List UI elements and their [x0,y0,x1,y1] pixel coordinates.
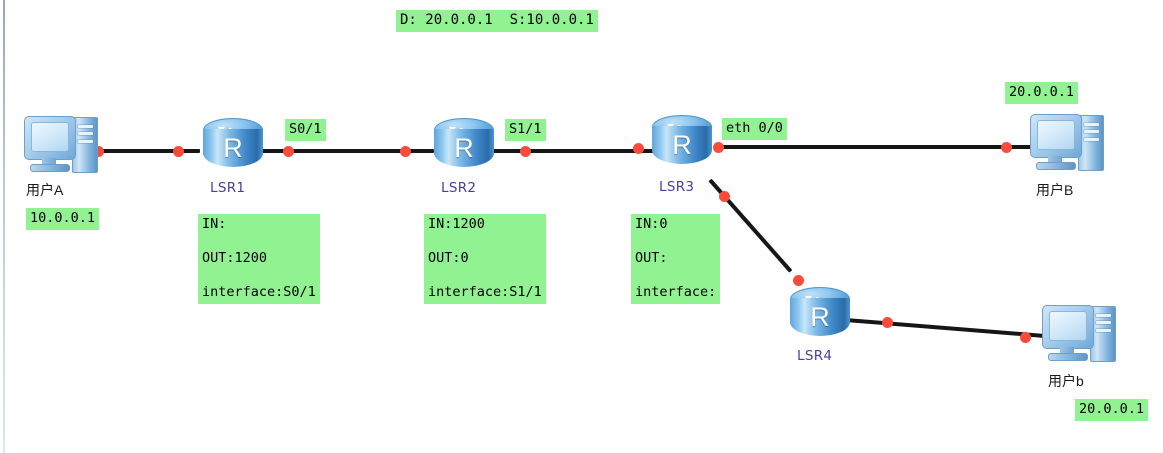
label-table-lsr1-out: OUT:1200 [202,250,268,266]
router-letter: R [223,133,243,163]
connector-dot [519,145,531,157]
label-table-lsr3-out: OUT: [635,250,668,266]
connector-dot [92,145,104,157]
interface-tag-lsr1: S0/1 [285,119,326,141]
router-letter: R [454,133,474,163]
node-label-router-lsr3: LSR3 [659,179,695,195]
node-pc-user-b-lower[interactable] [1040,303,1124,369]
pc-monitor-icon [24,116,76,160]
node-router-lsr1[interactable]: R [201,118,265,174]
node-pc-user-b[interactable] [1028,112,1112,178]
node-pc-user-a[interactable] [22,114,106,180]
connector-dot [172,145,184,157]
pc-stand-icon [1060,347,1074,355]
ip-tag-pc-user-a: 10.0.0.1 [26,208,100,230]
left-border-rule [3,0,5,453]
pc-stand-icon [1048,156,1062,164]
pc-screen-icon [1037,120,1075,150]
router-body-icon: R [652,126,712,164]
pc-base-icon [1048,353,1088,361]
router-letter: R [672,130,692,160]
label-table-lsr2-in: IN:1200 [428,216,485,232]
pc-monitor-icon [1030,114,1082,158]
connector-dot [1000,141,1012,153]
node-label-router-lsr4: LSR4 [797,348,833,364]
connector-dot [792,274,804,286]
connector-dot [718,190,730,202]
link-lsr2-lsr3 [490,149,658,153]
connector-dot [632,142,644,154]
pc-monitor-icon [1042,305,1094,349]
pc-base-icon [1036,162,1076,170]
connector-dot [1019,331,1031,343]
link-lsr3-pcb-upper [714,145,1044,149]
label-table-lsr2: IN:1200 OUT:0 interface:S1/1 [424,214,546,304]
pc-screen-icon [1049,311,1087,341]
label-table-lsr1-in: IN: [202,216,227,232]
label-table-lsr2-out: OUT:0 [428,250,469,266]
pc-base-icon [30,164,70,172]
router-body-icon: R [790,298,850,336]
label-table-lsr1: IN: OUT:1200 interface:S0/1 [198,214,320,304]
node-label-pc-user-b-lower: 用户b [1048,373,1084,389]
router-body-icon: R [434,129,494,167]
router-body-icon: R [203,129,263,167]
node-router-lsr2[interactable]: R [432,118,496,174]
pc-screen-icon [31,122,69,152]
node-label-router-lsr1: LSR1 [210,180,246,196]
pc-tower-icon [72,117,98,173]
pc-tower-icon [1078,115,1104,171]
node-label-pc-user-a: 用户A [26,182,64,198]
link-lsr1-lsr2 [258,149,434,153]
interface-tag-lsr2: S1/1 [505,119,546,141]
ip-tag-pc-user-b: 20.0.0.1 [1005,82,1079,104]
connector-dot [712,141,724,153]
interface-tag-lsr3: eth 0/0 [722,118,787,140]
router-letter: R [810,302,830,332]
label-table-lsr1-interface: interface:S0/1 [202,284,316,300]
connector-dot [282,145,294,157]
node-router-lsr4[interactable]: R [788,287,852,343]
pc-tower-icon [1090,306,1116,362]
label-table-lsr3-interface: interface: [635,284,717,300]
node-router-lsr3[interactable]: R [650,115,714,171]
label-table-lsr3-in: IN:0 [635,216,668,232]
node-label-pc-user-b: 用户B [1036,182,1074,198]
ip-tag-pc-user-b-lower: 20.0.0.1 [1075,399,1149,421]
connector-dot [399,145,411,157]
connector-dot [881,316,893,328]
node-label-router-lsr2: LSR2 [441,180,477,196]
label-table-lsr2-interface: interface:S1/1 [428,284,542,300]
link-pca-lsr1 [72,149,200,153]
packet-header-tag: D: 20.0.0.1 S:10.0.0.1 [396,10,598,32]
pc-stand-icon [42,158,56,166]
label-table-lsr3: IN:0 OUT: interface: [631,214,721,304]
